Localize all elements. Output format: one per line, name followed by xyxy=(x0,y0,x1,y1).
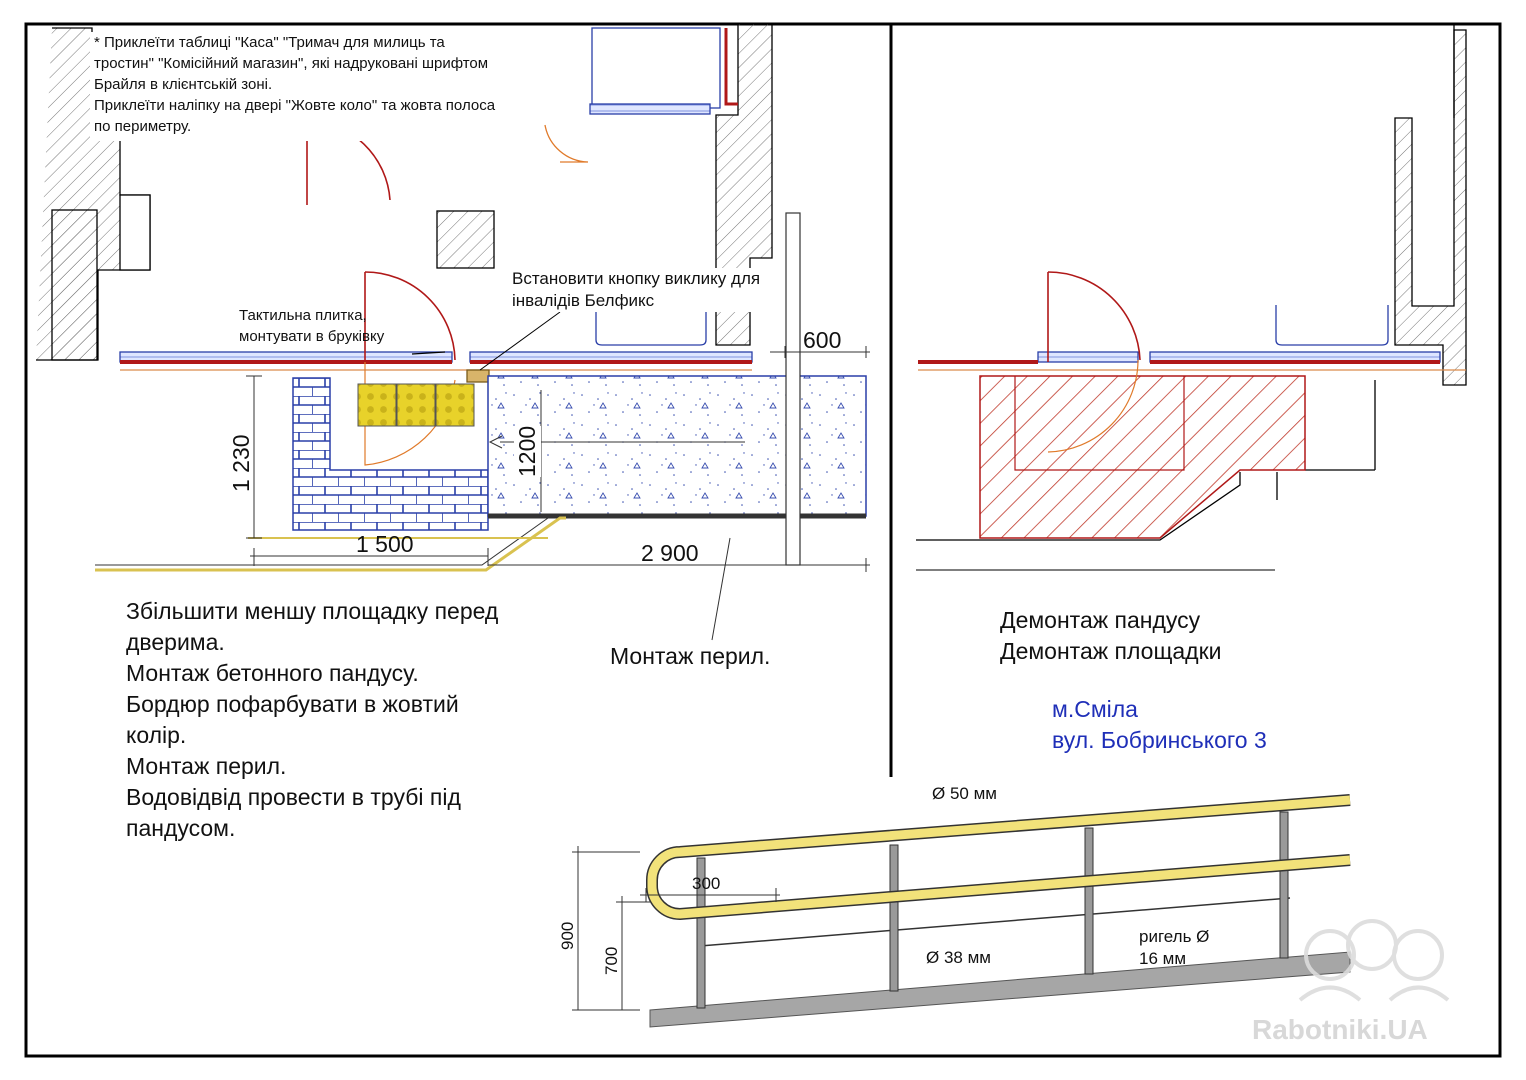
instruction-line: Водовідвід провести в трубі під xyxy=(126,784,461,810)
tactile-line: Тактильна плитка, xyxy=(239,307,367,324)
watermark-logo xyxy=(1298,919,1450,1002)
instruction-line: Монтаж бетонного пандусу. xyxy=(126,660,419,686)
dim-2900: 2 900 xyxy=(641,540,699,566)
plan-dimensions xyxy=(246,346,870,641)
instruction-line: Збільшити меншу площадку перед xyxy=(126,598,499,624)
plan-wall-right xyxy=(715,23,773,346)
main-instructions: Збільшити меншу площадку перед дверима. … xyxy=(126,596,498,844)
railing-elevation xyxy=(572,794,1351,1028)
plan-existing xyxy=(916,24,1467,571)
railing-rigel: ригель Ø 16 мм xyxy=(1139,926,1209,970)
braille-note: * Приклеїти таблиці "Каса" "Тримач для м… xyxy=(90,32,502,141)
railing-rigel xyxy=(699,897,1291,947)
existing-wall-right xyxy=(1394,29,1467,386)
plan-pillar xyxy=(119,194,151,271)
plan-curb xyxy=(95,516,566,572)
tactile-note: Тактильна плитка, монтувати в бруківку xyxy=(239,305,384,347)
instruction-line: Бордюр пофарбувати в жовтий xyxy=(126,691,459,717)
demolition-note: Демонтаж пандусу Демонтаж площадки xyxy=(1000,605,1222,667)
railing-height-900: 900 xyxy=(558,921,577,950)
demolition-line: Демонтаж площадки xyxy=(1000,638,1222,664)
plan-call-button xyxy=(466,369,490,383)
braille-note-line: по периметру. xyxy=(94,118,192,135)
plan-new xyxy=(36,23,773,466)
railing-height-700: 700 xyxy=(602,946,621,975)
rigel-line: ригель Ø xyxy=(1139,927,1210,946)
tactile-line: монтувати в бруківку xyxy=(239,328,385,345)
dim-1200: 1200 xyxy=(514,425,541,477)
address-city: м.Сміла xyxy=(1052,696,1138,722)
railing-diam-post: Ø 38 мм xyxy=(926,948,991,967)
watermark-text: Rabotniki.UA xyxy=(1252,1014,1428,1045)
railing-handrail-top xyxy=(646,794,1351,921)
instruction-line: Монтаж перил. xyxy=(126,753,287,779)
dim-1230: 1 230 xyxy=(228,434,254,492)
rigel-line: 16 мм xyxy=(1139,949,1187,968)
plan-inner-column xyxy=(436,210,495,269)
plan-tactile-tile-3 xyxy=(435,383,475,427)
plan-concrete-ramp xyxy=(487,375,867,517)
dim-1500: 1 500 xyxy=(356,531,414,557)
demolition-line: Демонтаж пандусу xyxy=(1000,607,1201,633)
braille-note-line: * Приклеїти таблиці "Каса" "Тримач для м… xyxy=(94,34,445,51)
plan-tactile-tile-1 xyxy=(357,383,397,427)
rail-install-label: Монтаж перил. xyxy=(610,643,771,669)
instruction-line: колір. xyxy=(126,722,187,748)
railing-ext-300: 300 xyxy=(692,874,721,893)
instruction-line: пандусом. xyxy=(126,815,236,841)
railing-diam-top: Ø 50 мм xyxy=(932,784,997,803)
plan-entrance-door xyxy=(364,271,456,361)
railing-posts xyxy=(696,811,1289,1009)
call-button-note: Встановити кнопку виклику для інвалідів … xyxy=(512,268,761,312)
call-button-line: інвалідів Белфикс xyxy=(512,291,655,310)
plan-window-top xyxy=(591,27,721,109)
braille-note-line: тростин" "Комісійний магазин", які надру… xyxy=(94,55,489,72)
plan-rail-post xyxy=(785,212,801,566)
existing-door xyxy=(1047,271,1141,361)
address: м.Сміла вул. Бобринського 3 xyxy=(1052,694,1267,756)
plan-column-left xyxy=(51,209,98,361)
braille-note-line: Приклеїти наліпку на двері "Жовте коло" … xyxy=(94,97,496,114)
braille-note-line: Брайля в клієнтській зоні. xyxy=(94,76,273,93)
dim-600: 600 xyxy=(803,327,842,353)
railing-ramp-slab xyxy=(649,951,1351,1028)
address-street: вул. Бобринського 3 xyxy=(1052,727,1267,753)
existing-ramp-demolish xyxy=(979,375,1306,539)
plan-tactile-tile-2 xyxy=(396,383,436,427)
instruction-line: дверима. xyxy=(126,629,225,655)
call-button-line: Встановити кнопку виклику для xyxy=(512,269,761,288)
